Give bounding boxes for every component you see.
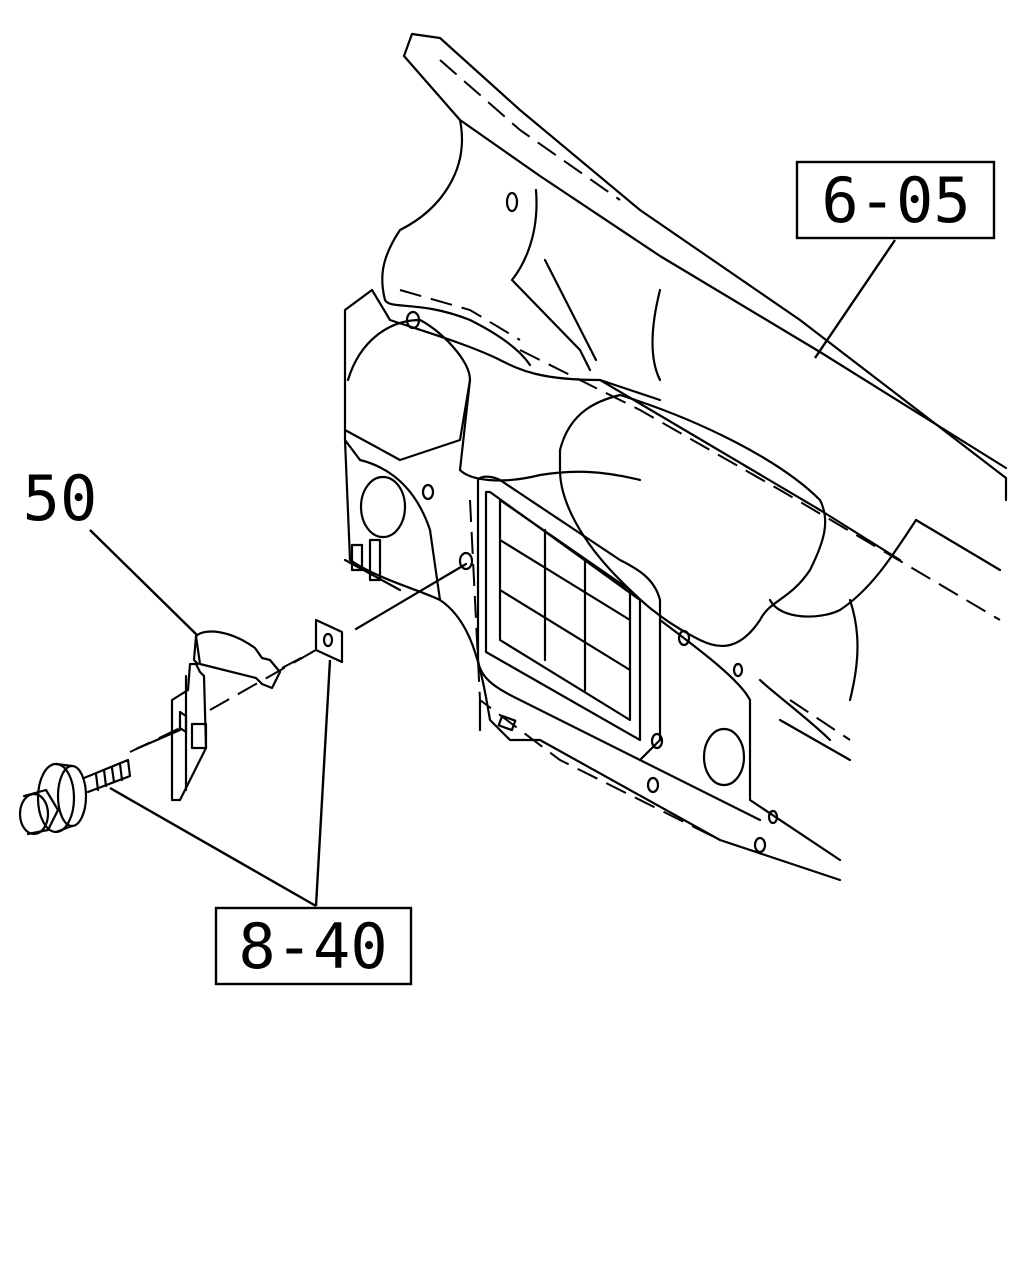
callout-ref-bottom[interactable]: 8-40 <box>214 906 413 986</box>
part-number-label[interactable]: 50 <box>23 462 98 535</box>
leader-lines <box>89 239 896 908</box>
alignment-lines <box>129 562 468 753</box>
bolt-part <box>18 758 132 836</box>
washer-part <box>314 618 344 664</box>
callout-ref-top[interactable]: 6-05 <box>795 160 996 240</box>
callout-ref-top-label: 6-05 <box>821 164 970 237</box>
bracket-part <box>170 630 282 802</box>
callout-ref-bottom-label: 8-40 <box>238 910 387 983</box>
dash-panel <box>343 32 1008 882</box>
